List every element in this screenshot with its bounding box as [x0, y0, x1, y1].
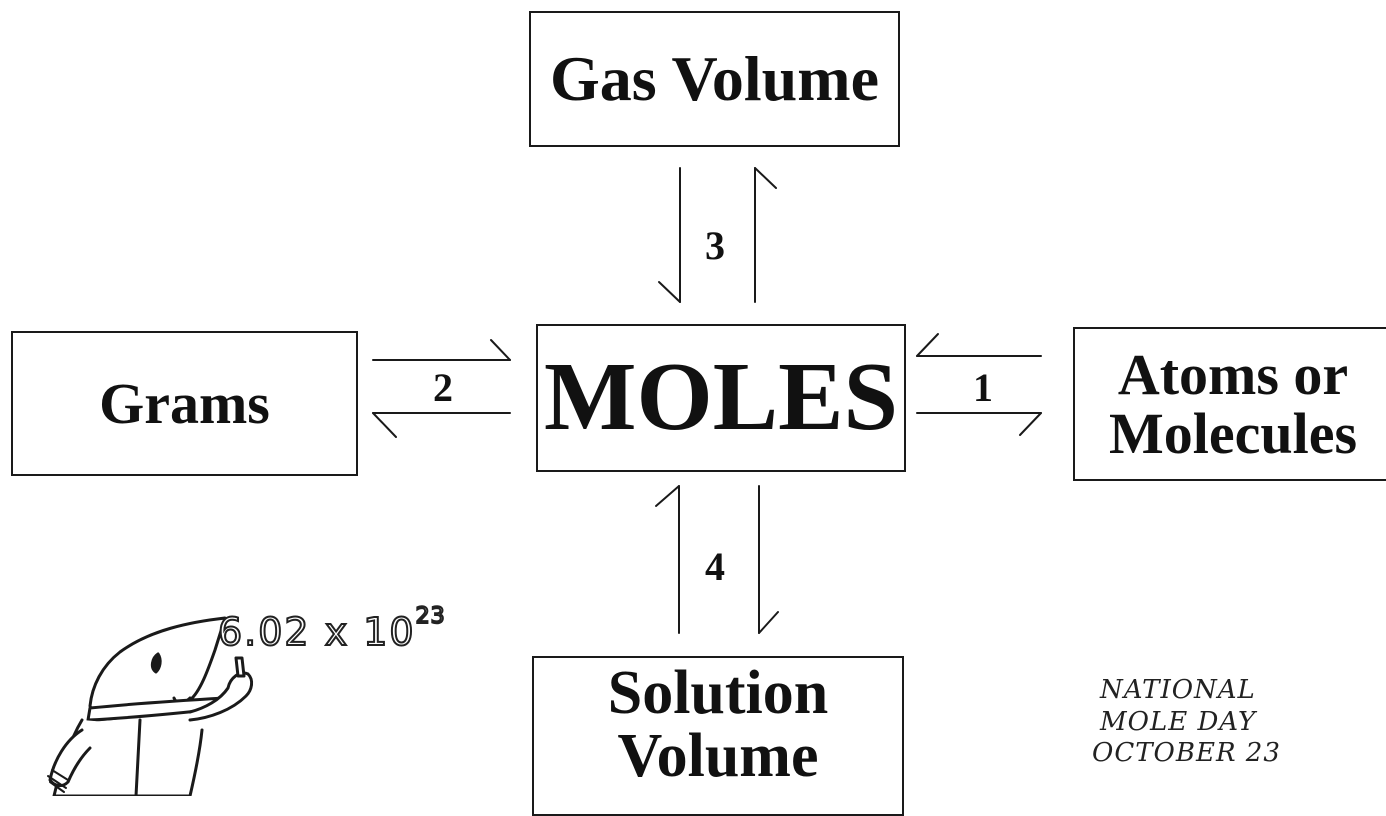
grams-box: Grams — [11, 331, 358, 476]
moles-box: MOLES — [536, 324, 906, 472]
arrow-atoms-to-moles — [916, 333, 1042, 357]
conversion-arrows — [372, 167, 1042, 634]
atoms-label-line1: Atoms or — [1117, 341, 1349, 407]
arrow-grams-to-moles — [372, 339, 511, 361]
moles-label: MOLES — [544, 343, 898, 452]
avogadro-number: 6.02 x 1023 — [217, 603, 446, 655]
conversion-number-3: 3 — [705, 223, 725, 268]
arrow-gas-to-moles — [658, 167, 681, 303]
arrow-moles-to-grams — [372, 412, 511, 438]
mole-mascot-icon — [47, 616, 254, 796]
conversion-number-1: 1 — [973, 365, 993, 410]
conversion-number-4: 4 — [705, 544, 725, 589]
solution-volume-box: Solution Volume — [532, 656, 904, 816]
mole-day-line1: NATIONAL — [1100, 675, 1256, 705]
arrow-moles-to-solution — [758, 485, 779, 634]
conversion-number-2: 2 — [433, 365, 453, 410]
atoms-molecules-box: Atoms or Molecules — [1073, 327, 1386, 481]
solution-label-line1: Solution — [607, 659, 829, 727]
mole-day-line3: OCTOBER 23 — [1092, 738, 1281, 769]
arrow-solution-to-moles — [655, 485, 680, 634]
arrow-moles-to-atoms — [916, 412, 1042, 436]
atoms-label-line2: Molecules — [1108, 401, 1358, 466]
solution-label-line2: Volume — [617, 722, 819, 791]
avogadro-base: 6.02 x 10 — [217, 609, 416, 655]
gas-volume-label: Gas Volume — [550, 43, 879, 115]
gas-volume-box: Gas Volume — [529, 11, 900, 147]
avogadro-exponent: 23 — [415, 603, 446, 630]
arrow-moles-to-gas — [754, 167, 777, 303]
national-mole-day-note: NATIONAL MOLE DAY OCTOBER 23 — [1092, 675, 1312, 770]
grams-label: Grams — [99, 370, 270, 436]
mole-day-line2: MOLE DAY — [1100, 706, 1257, 737]
